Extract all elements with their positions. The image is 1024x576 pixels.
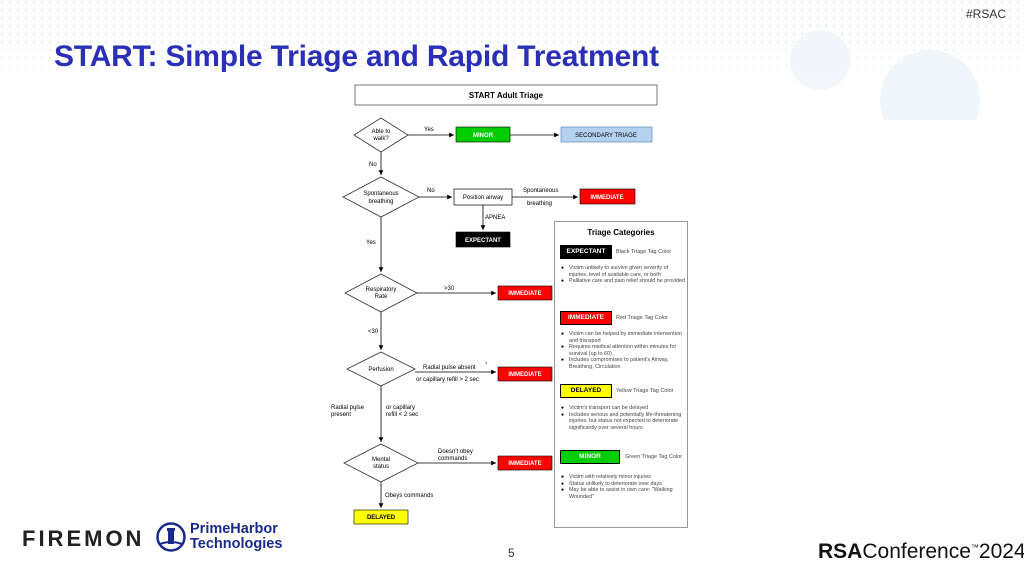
rsa-logo-tm: ™ (970, 543, 979, 552)
flowchart-header: START Adult Triage (469, 91, 544, 100)
edge-label-radial-absent: Radial pulse absent (423, 365, 476, 371)
rsa-conference-logo: RSAConference™2024 (818, 540, 1024, 564)
tag-delayed-desc: Yellow Triage Tag Color (616, 388, 674, 394)
edge-label-yes-breathing: Yes (366, 240, 376, 246)
outcome-immediate-resp-box (497, 285, 553, 301)
edge-footnote-2: 1 (354, 407, 357, 412)
firemon-logo-text: FIREMON (22, 526, 145, 551)
tag-expectant: EXPECTANT (560, 245, 612, 259)
outcome-delayed-label: DELAYED (367, 515, 396, 521)
tag-immediate: IMMEDIATE (560, 311, 612, 325)
secondary-triage-box (560, 126, 653, 143)
edge-label-lt30: <30 (368, 329, 379, 335)
edge-label-breathing: breathing (527, 201, 552, 207)
flowchart-header-box (354, 84, 658, 106)
immediate-bullet: Requires medical attention within minute… (561, 344, 687, 357)
outcome-expectant-box (455, 231, 511, 248)
primeharbor-subname: Technologies (190, 536, 283, 552)
decision-perfusion-label: Perfusion (368, 367, 393, 373)
process-position-airway-label: Position airway (463, 195, 503, 201)
rsa-logo-bold: RSA (818, 540, 863, 563)
edge-label-cap-gt2: or capillary refill > 2 sec (416, 377, 479, 383)
triage-categories-panel: Triage Categories EXPECTANT Black Triage… (554, 221, 688, 528)
immediate-bullet: Victim can be helped by immediate interv… (561, 331, 687, 344)
edge-label-not-obey-2: commands (438, 456, 467, 462)
edge-label-obeys: Obeys commands (385, 493, 433, 499)
edge-label-no-walk: No (369, 162, 377, 168)
outcome-minor-box (455, 126, 511, 143)
minor-bullet: May be able to assist in own care: "Walk… (561, 487, 687, 500)
delayed-bullets: Victim's transport can be delayed Includ… (561, 405, 687, 431)
decision-breathing-label-1: Spontaneous (363, 191, 398, 197)
outcome-immediate-mental-box (497, 455, 553, 471)
decision-resp-label-2: Rate (375, 294, 388, 300)
outcome-immediate-airway-box (579, 188, 636, 205)
outcome-minor-label: MINOR (473, 133, 494, 139)
delayed-bullet: Victim's transport can be delayed (561, 405, 687, 412)
edge-label-cap-lt2-1: or capillary (386, 405, 415, 411)
primeharbor-name: PrimeHarbor (190, 521, 278, 537)
rsa-logo-year: 2024 (978, 540, 1024, 563)
edge-label-spontaneous: Spontaneous (523, 188, 558, 194)
edge-label-radial-present-2: present (331, 412, 351, 418)
outcome-immediate-mental-label: IMMEDIATE (508, 461, 541, 467)
edge-label-radial-present-1: Radial pulse (331, 405, 365, 411)
tag-minor-desc: Green Triage Tag Color (625, 454, 683, 460)
outcome-immediate-perfusion-box (497, 366, 553, 382)
tag-delayed: DELAYED (560, 384, 612, 398)
decision-mental-label-2: status (373, 464, 389, 470)
outcome-immediate-perfusion-label: IMMEDIATE (508, 372, 541, 378)
decision-respiratory-rate (344, 273, 418, 313)
edge-label-yes-walk: Yes (424, 127, 434, 133)
delayed-bullet: Includes serious and potentially life-th… (561, 412, 687, 432)
tag-minor: MINOR (560, 450, 620, 464)
decision-able-to-walk-label-1: Able to (372, 129, 391, 135)
outcome-immediate-resp-label: IMMEDIATE (508, 291, 541, 297)
outcome-expectant-label: EXPECTANT (465, 238, 501, 244)
immediate-bullets: Victim can be helped by immediate interv… (561, 331, 687, 371)
outcome-immediate-airway-label: IMMEDIATE (590, 195, 623, 201)
minor-bullets: Victim with relatively minor injuries St… (561, 474, 687, 500)
expectant-bullets: Victim unlikely to survive given severit… (561, 265, 687, 285)
minor-bullet: Status unlikely to deteriorate over days (561, 481, 687, 488)
edge-label-apnea: APNEA (485, 215, 505, 221)
decision-spontaneous-breathing (342, 176, 420, 218)
decision-able-to-walk-label-2: walk? (372, 136, 389, 142)
edge-label-not-obey-1: Doesn't obey (438, 449, 473, 455)
minor-bullet: Victim with relatively minor injuries (561, 474, 687, 481)
page-number: 5 (508, 546, 515, 560)
immediate-bullet: Includes compromises to patient's Airway… (561, 357, 687, 370)
primeharbor-lighthouse-icon (156, 522, 186, 552)
edge-label-no-breathing: No (427, 188, 435, 194)
decision-mental-label-1: Mental (372, 457, 390, 463)
edge-label-gt30: >30 (444, 286, 455, 292)
decision-breathing-label-2: breathing (368, 199, 393, 205)
primeharbor-logo-text: PrimeHarbor Technologies (190, 522, 282, 552)
hashtag: #RSAC (965, 7, 1006, 21)
decision-able-to-walk (353, 117, 409, 153)
edge-label-cap-lt2-2: refill < 2 sec (386, 412, 418, 418)
tag-expectant-desc: Black Triage Tag Color (616, 249, 672, 255)
background-dot-pattern (0, 0, 1024, 120)
outcome-delayed-box (353, 509, 409, 525)
expectant-bullet: Palliative care and pain relief should b… (561, 278, 687, 285)
edge-footnote-1: 1 (485, 360, 488, 365)
firemon-logo: FIREMON (22, 526, 144, 552)
slide-title: START: Simple Triage and Rapid Treatment (54, 40, 659, 73)
expectant-bullet: Victim unlikely to survive given severit… (561, 265, 687, 278)
tag-immediate-desc: Red Triage Tag Color (616, 315, 668, 321)
triage-categories-title: Triage Categories (587, 228, 655, 237)
decision-resp-label-1: Respiratory (366, 287, 397, 293)
secondary-triage-label: SECONDARY TRIAGE (575, 133, 637, 139)
decision-mental-status (343, 443, 419, 483)
rsa-logo-conference: Conference (862, 540, 971, 563)
